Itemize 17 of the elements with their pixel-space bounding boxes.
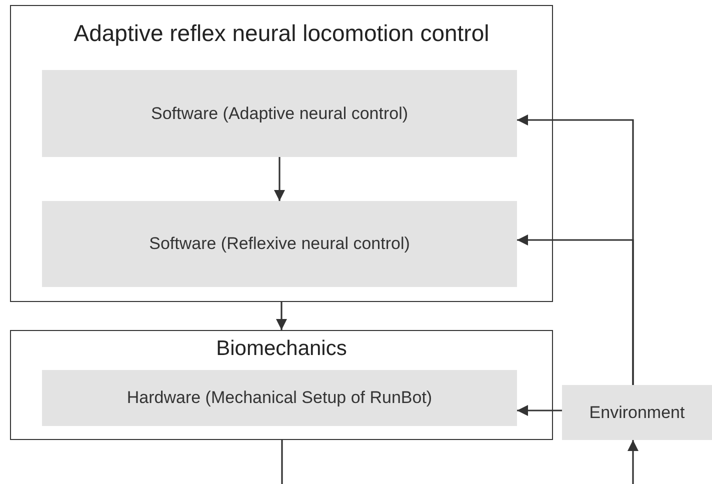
group-title: Adaptive reflex neural locomotion control — [74, 20, 490, 47]
box-label: Environment — [589, 402, 685, 422]
process-box — [42, 370, 517, 426]
box-label: Software (Reflexive neural control) — [149, 234, 410, 254]
arrow — [276, 302, 287, 330]
group-title: Biomechanics — [216, 337, 347, 361]
arrow — [517, 405, 562, 416]
box-label: Hardware (Mechanical Setup of RunBot) — [126, 388, 432, 408]
process-box — [562, 385, 712, 440]
group-box — [10, 5, 553, 302]
arrow — [517, 234, 634, 385]
arrow — [274, 157, 285, 201]
box-label: Software (Adaptive neural control) — [150, 104, 408, 124]
process-box — [42, 70, 517, 157]
process-box — [42, 201, 517, 287]
arrow — [628, 440, 638, 484]
group-box — [10, 330, 553, 440]
